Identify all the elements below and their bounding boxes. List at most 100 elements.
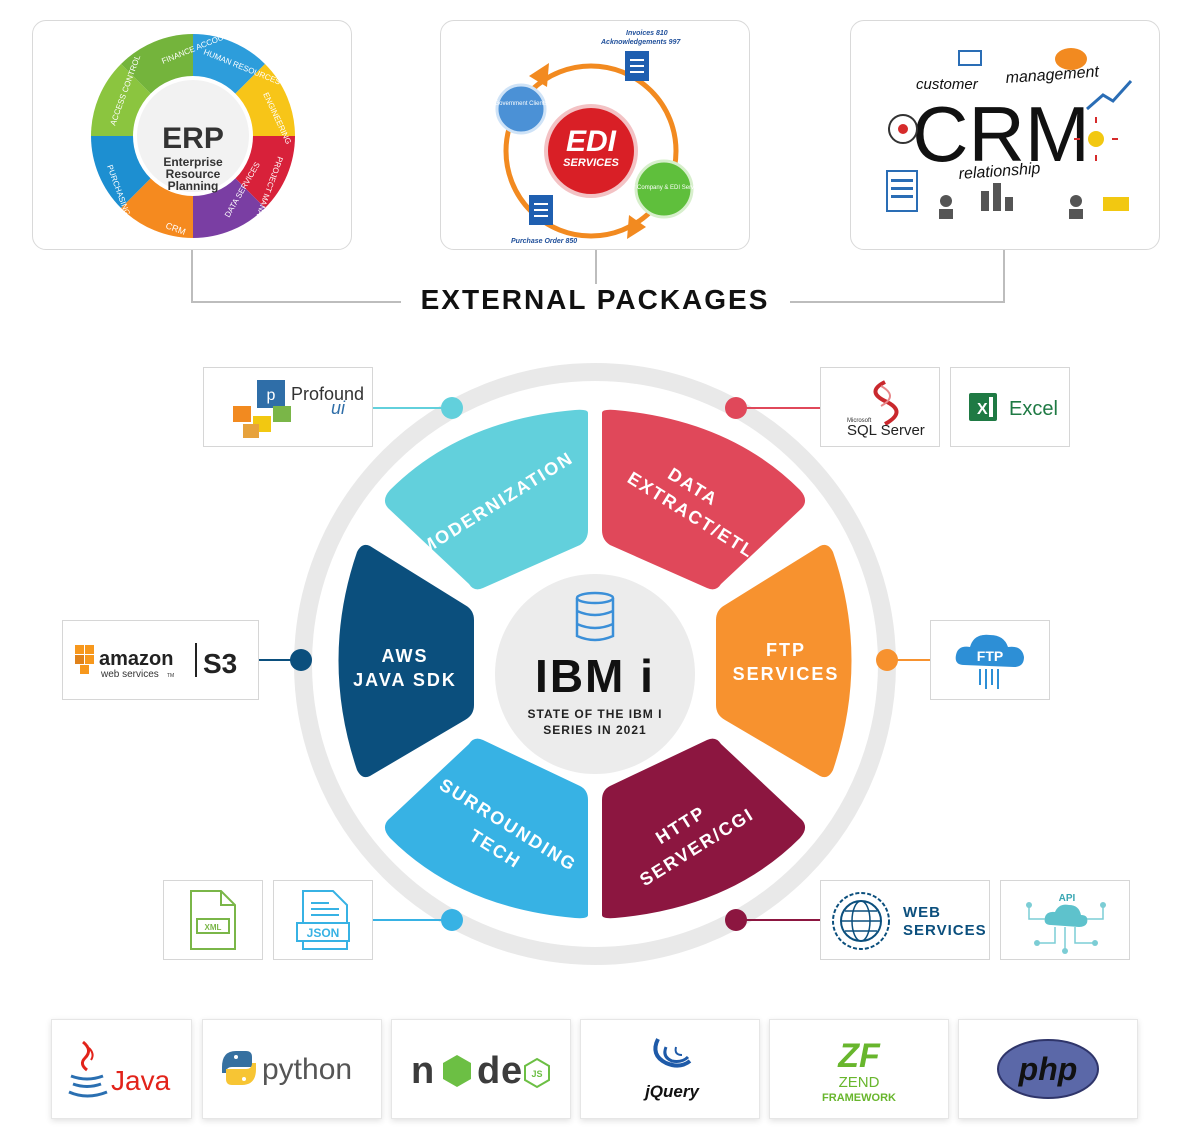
edi-subtitle: SERVICES (563, 157, 619, 169)
json-logo-box: JSON (273, 880, 373, 960)
erp-subtitle-2: Resource (166, 167, 221, 181)
xml-file-icon: XML (190, 890, 236, 950)
database-icon (575, 591, 615, 642)
excel-name: Excel (1009, 398, 1058, 420)
amazon-s3: S3 (203, 648, 237, 679)
profound-ui-logo: p Profound ui (233, 380, 363, 438)
jquery-name: jQuery (643, 1082, 700, 1101)
ftp-name: FTP (977, 648, 1003, 664)
sql-small: Microsoft (847, 418, 872, 424)
profound-suffix: ui (331, 398, 346, 418)
label-aws-2: JAVA SDK (353, 670, 457, 690)
svg-text:X: X (977, 401, 988, 418)
amazon-sub: web services (100, 669, 159, 680)
nodejs-logo-box: n d e JS (391, 1019, 571, 1119)
dot-etl (725, 397, 747, 419)
segment-ftp[interactable] (716, 544, 852, 778)
profound-ui-logo-box: p Profound ui (203, 367, 373, 447)
ftp-logo-box: FTP (930, 620, 1050, 700)
sql-server-logo: Microsoft SQL Server (847, 380, 925, 439)
label-ftp-1: FTP (766, 640, 806, 660)
crm-relationship: relationship (958, 160, 1041, 183)
hub-subtitle-2: SERIES IN 2021 (543, 723, 646, 737)
java-logo-box: Java (51, 1019, 192, 1119)
nodejs-logo: n d e JS (411, 1050, 550, 1092)
amazon-tm: TM (167, 673, 174, 679)
json-name: JSON (307, 926, 340, 940)
ftp-cloud-icon: FTP (955, 634, 1024, 689)
php-logo: php (997, 1039, 1099, 1099)
web-services-2: SERVICES (903, 922, 985, 939)
hub-subtitle-1: STATE OF THE IBM I (528, 707, 663, 721)
zend-logo-box: ZF ZEND FRAMEWORK (769, 1019, 949, 1119)
edi-company-label: Your Company & EDI Services (623, 185, 704, 191)
dot-ftp (876, 649, 898, 671)
api-logo-box: API (1000, 880, 1130, 960)
api-cloud-icon: API (1026, 893, 1106, 954)
crm-card: CRM customer management relationship (850, 20, 1160, 250)
xml-logo-box: XML (163, 880, 263, 960)
segment-etl[interactable] (602, 409, 806, 590)
web-services-1: WEB (903, 904, 941, 921)
edi-acks: Acknowledgements 997 (600, 39, 681, 46)
sql-name: SQL Server (847, 422, 925, 439)
crm-management: management (1005, 63, 1100, 87)
dot-modernization (441, 397, 463, 419)
profound-name: Profound (291, 384, 363, 404)
edi-title: EDI (566, 125, 617, 158)
svg-text:p: p (267, 387, 276, 404)
segment-tech[interactable] (384, 738, 588, 919)
amazon-s3-logo: amazon web services TM S3 (74, 643, 237, 680)
connector-edi-vertical (595, 250, 597, 284)
zend-mark: ZF (837, 1037, 881, 1075)
node-letter-e: e (501, 1050, 522, 1092)
jquery-logo-box: jQuery (580, 1019, 760, 1119)
excel-logo-box: X Excel (950, 367, 1070, 447)
api-name: API (1059, 893, 1076, 904)
excel-logo: X Excel (969, 393, 1058, 421)
label-aws-1: AWS (381, 646, 428, 666)
erp-wheel-graphic: ERP Enterprise Resource Planning FINANCE… (91, 24, 295, 249)
crm-graphic: CRM customer management relationship (886, 48, 1133, 219)
xml-name: XML (205, 923, 222, 932)
segment-aws[interactable] (338, 544, 475, 778)
ibm-i-hub-diagram: IBM i STATE OF THE IBM I SERIES IN 2021 … (258, 363, 930, 965)
java-logo: Java (67, 1040, 171, 1098)
edi-gov-label: Government Clients (494, 101, 547, 107)
connector-crm-vertical (1003, 250, 1005, 302)
php-logo-box: php (958, 1019, 1138, 1119)
edi-graphic: Government Clients Your Company & EDI Se… (494, 30, 704, 245)
erp-subtitle-3: Planning (168, 179, 219, 193)
erp-title: ERP (162, 122, 224, 155)
crm-title: CRM (912, 90, 1090, 178)
erp-subtitle-1: Enterprise (163, 155, 223, 169)
node-badge: JS (531, 1069, 542, 1079)
zend-line-2: FRAMEWORK (822, 1092, 896, 1104)
hub-title: IBM i (535, 650, 655, 702)
web-services-logo: WEB SERVICES (832, 892, 985, 950)
zend-framework-logo: ZF ZEND FRAMEWORK (822, 1037, 896, 1104)
segment-modernization[interactable] (384, 409, 588, 590)
python-logo: python (222, 1051, 352, 1086)
node-letter-n: n (411, 1050, 434, 1092)
hub-center (495, 574, 695, 774)
connector-erp-horizontal (191, 301, 401, 303)
erp-card: ERP Enterprise Resource Planning FINANCE… (32, 20, 352, 250)
edi-invoices: Invoices 810 (626, 30, 668, 37)
json-file-icon: JSON (296, 890, 350, 950)
python-name: python (262, 1053, 352, 1086)
amazon-s3-logo-box: amazon web services TM S3 (62, 620, 259, 700)
web-services-logo-box: WEB SERVICES (820, 880, 990, 960)
segment-http[interactable] (602, 738, 806, 919)
php-name: php (1018, 1051, 1078, 1087)
java-name: Java (111, 1065, 171, 1096)
amazon-name: amazon (99, 648, 173, 670)
zend-line-1: ZEND (839, 1074, 880, 1091)
jquery-logo: jQuery (643, 1038, 700, 1101)
dot-tech (441, 909, 463, 931)
external-packages-title: EXTERNAL PACKAGES (420, 284, 770, 315)
edi-po: Purchase Order 850 (511, 238, 577, 245)
crm-customer: customer (916, 76, 979, 93)
dot-aws (290, 649, 312, 671)
label-ftp-2: SERVICES (733, 664, 840, 684)
